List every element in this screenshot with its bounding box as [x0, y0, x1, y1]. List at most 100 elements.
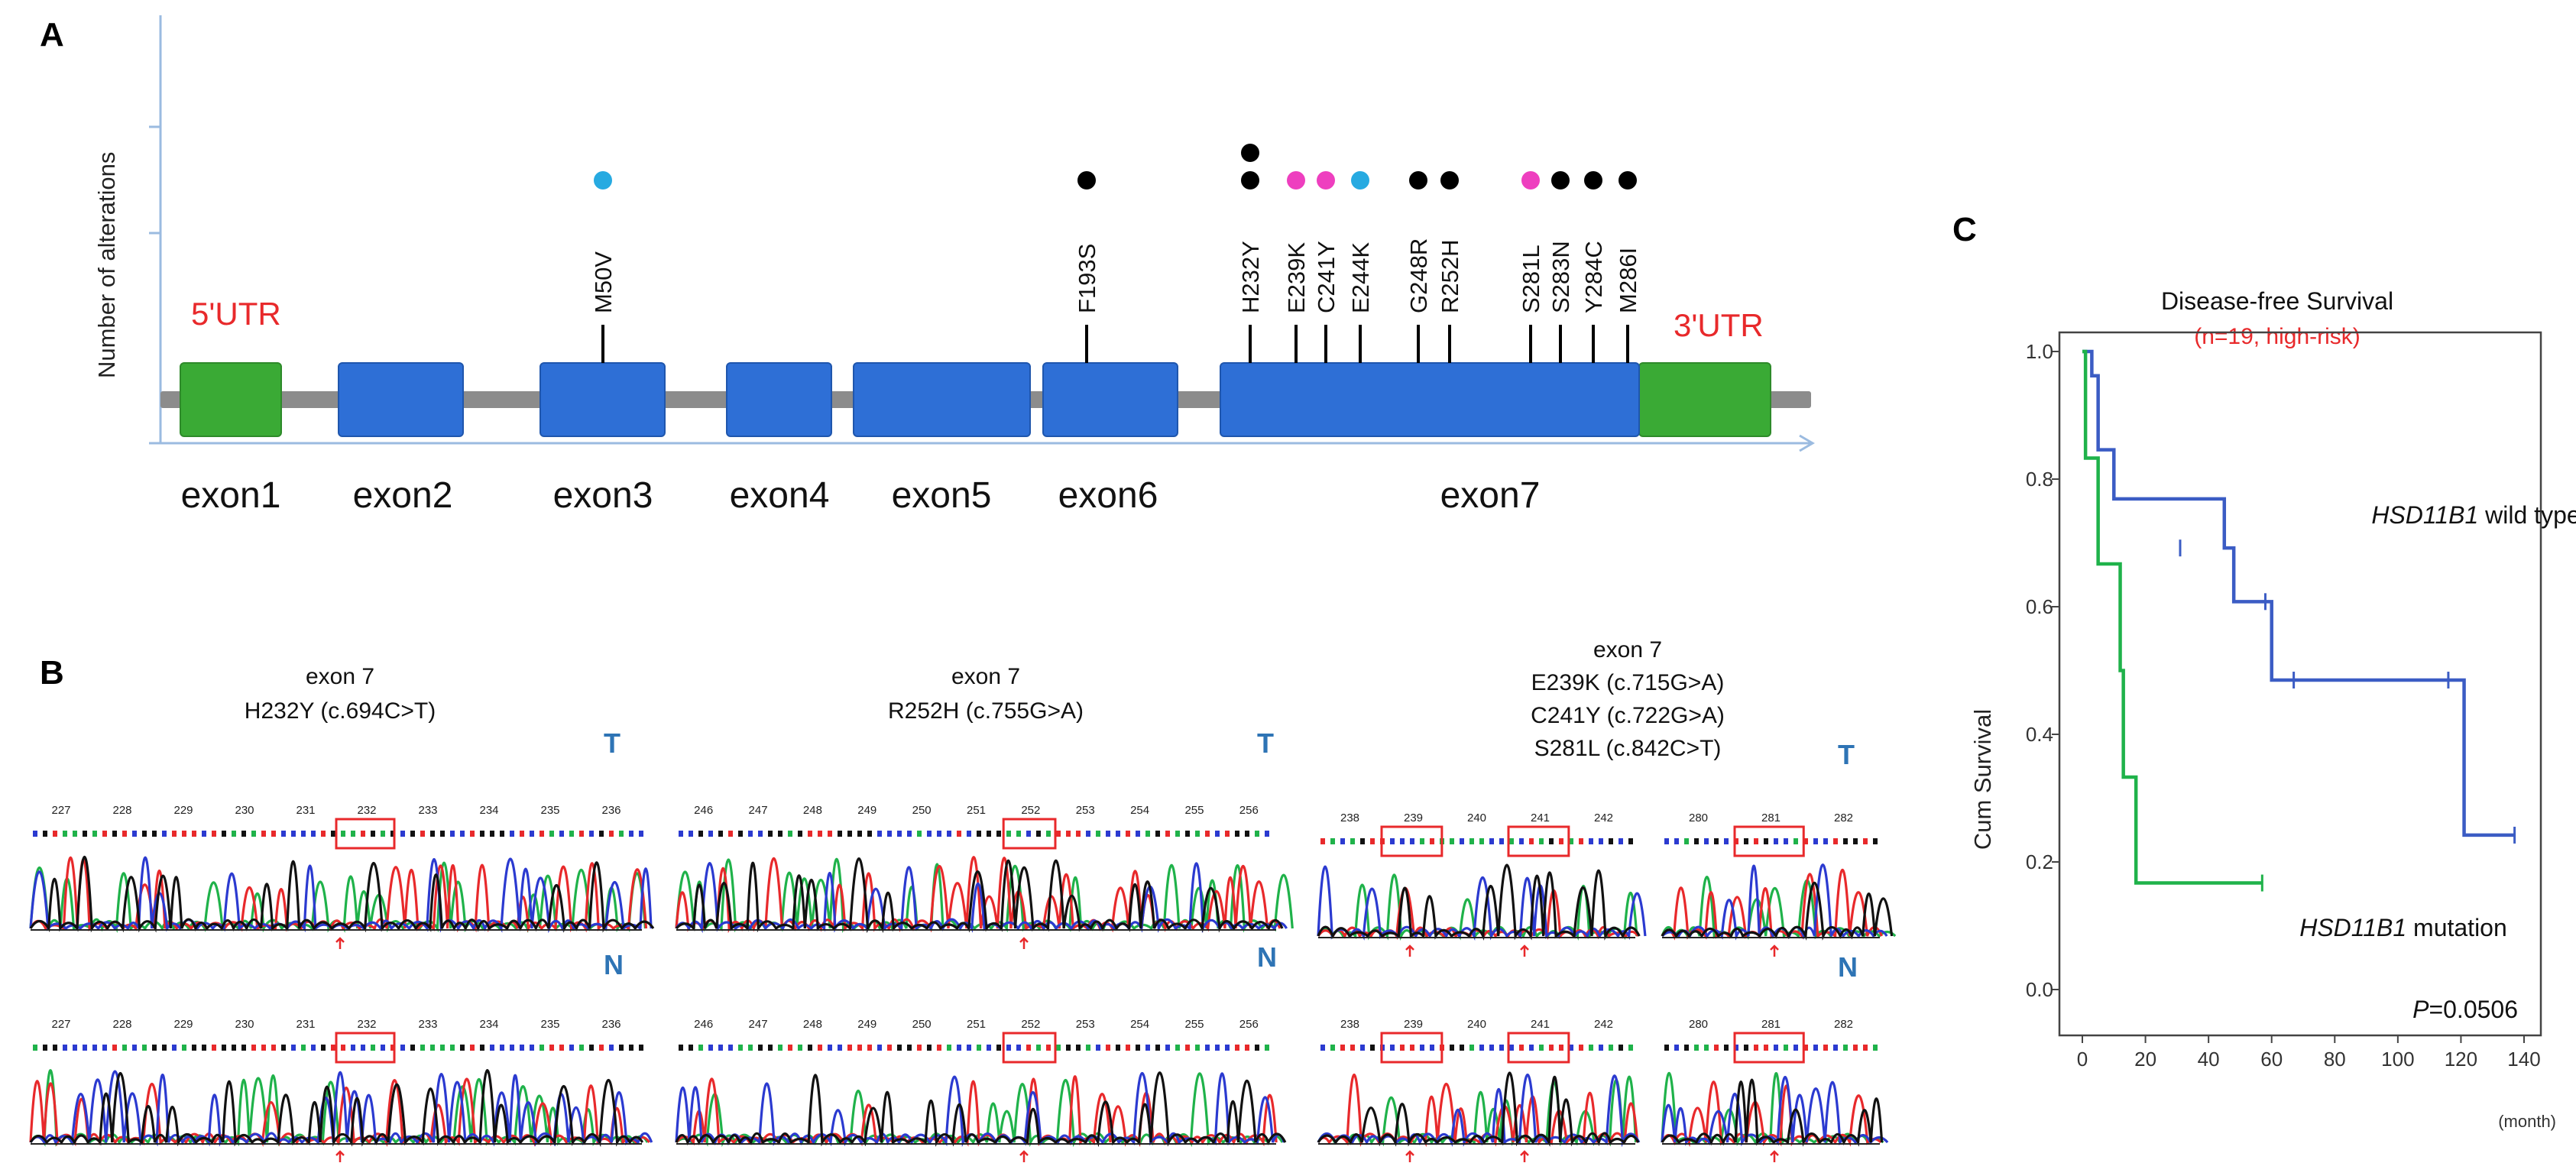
base-call: [728, 831, 733, 837]
base-call: [818, 1045, 822, 1051]
mutation-dot: [1619, 171, 1637, 190]
base-call: [1724, 838, 1729, 844]
base-call: [828, 1045, 832, 1051]
base-call: [1016, 1045, 1021, 1051]
km-series-suffix: wild type: [2478, 501, 2576, 529]
base-call: [63, 831, 67, 837]
seq-position-number: 235: [540, 804, 559, 817]
base-call: [1579, 838, 1583, 844]
base-call: [33, 1045, 37, 1051]
variant-highlight-box: [1380, 1032, 1444, 1064]
variant-highlight-box: [1733, 825, 1805, 857]
mutation-arrow: [1019, 1150, 1029, 1162]
mutation-R252H: R252H: [1437, 171, 1463, 363]
base-call: [937, 1045, 941, 1051]
base-call: [261, 1045, 266, 1051]
base-call: [251, 831, 256, 837]
base-call: [450, 1045, 455, 1051]
mutation-dot: [1521, 171, 1540, 190]
base-call: [897, 831, 902, 837]
base-call: [1579, 1045, 1583, 1051]
base-call: [1245, 1045, 1249, 1051]
base-call: [351, 1045, 355, 1051]
base-call: [838, 1045, 842, 1051]
base-call: [768, 831, 773, 837]
base-call: [1813, 838, 1818, 844]
base-call: [927, 1045, 932, 1051]
base-call: [520, 1045, 524, 1051]
base-call: [480, 1045, 484, 1051]
base-call: [1628, 838, 1633, 844]
base-call: [400, 1045, 405, 1051]
base-call: [599, 831, 604, 837]
base-call: [679, 1045, 683, 1051]
seq-position-number: 250: [912, 1018, 932, 1031]
seq-position-number: 229: [173, 804, 193, 817]
mutation-arrow: [1770, 944, 1779, 957]
base-call: [530, 831, 534, 837]
mutation-label: G248R: [1405, 238, 1432, 313]
base-call: [967, 1045, 971, 1051]
seq-position-number: 241: [1531, 1018, 1550, 1031]
base-call: [1519, 1045, 1524, 1051]
mutation-label: M50V: [590, 251, 617, 313]
base-call: [1853, 838, 1858, 844]
base-call: [1136, 831, 1140, 837]
base-call: [112, 831, 117, 837]
base-call: [1823, 1045, 1828, 1051]
base-call: [261, 831, 266, 837]
base-call: [73, 831, 77, 837]
seq-position-number: 230: [235, 1018, 254, 1031]
base-call: [1549, 1045, 1554, 1051]
exon-label: exon7: [1440, 475, 1541, 516]
base-call: [1400, 838, 1405, 844]
base-call: [182, 831, 186, 837]
base-call: [1873, 838, 1878, 844]
base-call: [788, 1045, 792, 1051]
base-call: [530, 1045, 534, 1051]
seq-position-number: 228: [112, 804, 131, 817]
mutation-dot: [1551, 171, 1570, 190]
seq-position-number: 281: [1761, 812, 1781, 824]
base-call: [798, 1045, 802, 1051]
base-call: [698, 831, 703, 837]
base-call: [629, 831, 633, 837]
seq-position-number: 247: [749, 804, 768, 817]
base-call: [351, 831, 355, 837]
base-call: [1744, 1045, 1748, 1051]
base-call: [430, 831, 435, 837]
base-call: [212, 831, 216, 837]
base-call: [987, 1045, 991, 1051]
seq-position-number: 240: [1467, 1018, 1486, 1031]
exon2-box: [338, 362, 464, 437]
mutation-label: F193S: [1074, 244, 1100, 313]
seq-position-number: 280: [1689, 1018, 1708, 1031]
km-x-tick-label: 80: [2324, 1048, 2346, 1071]
base-call: [1734, 1045, 1738, 1051]
seq-position-number: 242: [1594, 1018, 1613, 1031]
base-call: [629, 1045, 633, 1051]
base-call: [609, 831, 614, 837]
base-call: [1235, 1045, 1239, 1051]
base-call: [1420, 838, 1424, 844]
base-call: [202, 831, 206, 837]
seq-position-number: 251: [967, 804, 986, 817]
base-call: [897, 1045, 902, 1051]
base-call: [1664, 1045, 1669, 1051]
base-call: [917, 831, 922, 837]
base-call: [212, 1045, 216, 1051]
base-call: [331, 1045, 335, 1051]
base-call: [1843, 1045, 1848, 1051]
base-call: [967, 831, 971, 837]
base-call: [1694, 838, 1699, 844]
base-call: [718, 831, 723, 837]
base-call: [341, 831, 345, 837]
base-call: [947, 831, 951, 837]
base-call: [232, 831, 236, 837]
seq-position-number: 234: [479, 1018, 498, 1031]
